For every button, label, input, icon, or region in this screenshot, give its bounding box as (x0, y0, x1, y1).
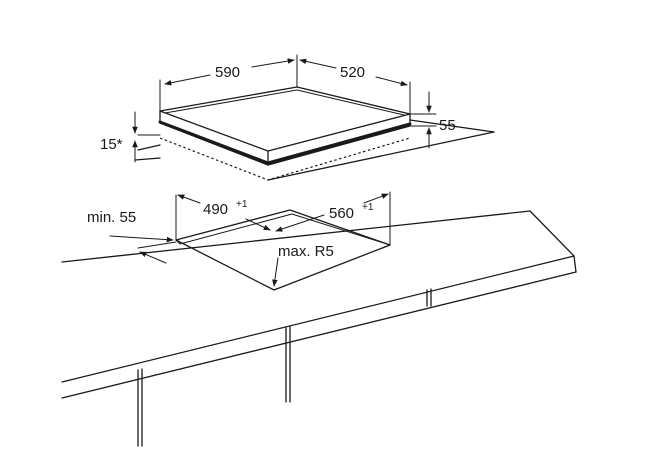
height-hob-label: 55 (439, 117, 456, 134)
cutout-width-tolerance: +1 (362, 202, 374, 213)
cutout-depth-tolerance: +1 (236, 199, 248, 210)
dimension-hob-depth: 520 (299, 58, 411, 115)
min-distance-label: min. 55 (87, 209, 136, 226)
cutout-width-label: 560 (329, 205, 354, 222)
dimension-min-distance: min. 55 (87, 209, 177, 264)
dimension-hob-width: 590 (159, 54, 298, 112)
depth-hob-label: 520 (340, 64, 365, 81)
width-hob-label: 590 (215, 64, 240, 81)
dimension-cutout-width: 560 +1 (275, 191, 391, 246)
dimension-frame-height: 15* (100, 111, 161, 163)
lower-worktop (61, 210, 577, 447)
hob-unit (158, 86, 412, 181)
frame-height-label: 15* (100, 136, 123, 153)
max-radius-label: max. R5 (278, 243, 334, 260)
dimension-hob-height: 55 (409, 91, 456, 149)
dimension-cutout-depth: 490 +1 (175, 194, 271, 241)
cutout-depth-label: 490 (203, 201, 228, 218)
max-radius-leader: max. R5 (272, 243, 334, 287)
upper-worktop (134, 119, 495, 181)
